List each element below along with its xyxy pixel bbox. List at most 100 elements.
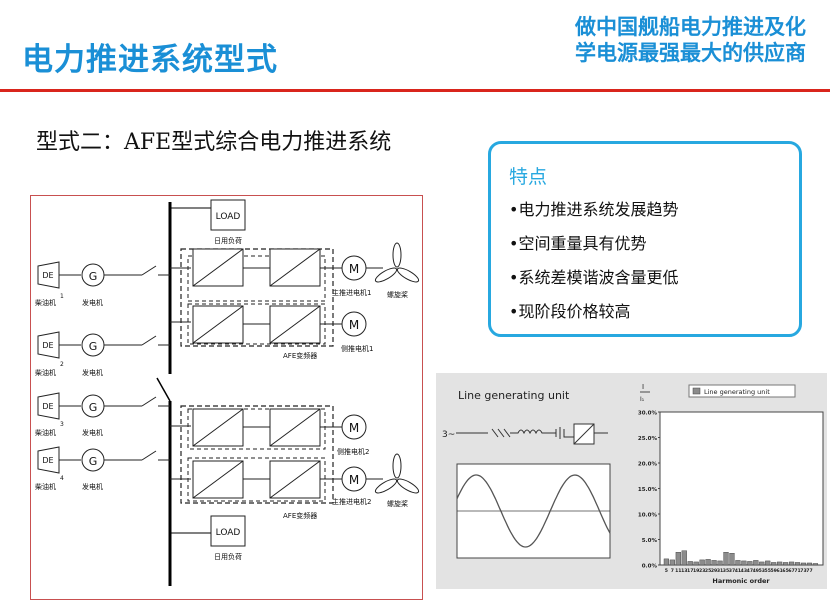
svg-text:DE: DE <box>42 341 53 350</box>
x-tick-label: 53 <box>759 568 765 574</box>
x-tick-label: 77 <box>806 568 812 574</box>
load-caption-top: 日用负荷 <box>214 236 242 245</box>
x-tick-label: 25 <box>705 568 711 574</box>
harmonic-bar-17 <box>687 561 693 566</box>
load-label-top: LOAD <box>216 212 241 222</box>
company-slogan: 做中国舰船电力推进及化 学电源最强最大的供应商 <box>575 14 806 66</box>
slogan-line-2: 学电源最强最大的供应商 <box>575 41 806 65</box>
x-tick-label: 17 <box>687 568 693 574</box>
harmonic-bar-23 <box>699 559 705 566</box>
harmonic-bar-19 <box>693 561 699 566</box>
x-tick-label: 29 <box>711 568 717 574</box>
harmonic-bar-71 <box>794 562 801 566</box>
legend-label: Line generating unit <box>704 388 770 396</box>
svg-text:发电机: 发电机 <box>82 482 103 491</box>
svg-text:G: G <box>89 455 98 468</box>
x-tick-label: 49 <box>753 568 759 574</box>
svg-text:DE: DE <box>42 402 53 411</box>
x-tick-label: 61 <box>776 568 782 574</box>
y-tick-label: 15.0% <box>638 487 658 493</box>
features-list: •电力推进系统发展趋势 •空间重量具有优势 •系统差模谐波含量更低 •现阶段价格… <box>509 200 678 336</box>
x-tick-label: 11 <box>675 568 681 574</box>
svg-text:DE: DE <box>42 456 53 465</box>
harmonic-bar-65 <box>783 562 789 566</box>
harmonic-bar-13 <box>681 550 687 566</box>
harmonic-bar-5 <box>663 558 669 566</box>
genset-2: DE G 柴油机 2 发电机 <box>35 331 170 377</box>
svg-text:发电机: 发电机 <box>82 368 103 377</box>
harmonic-bar-47 <box>747 561 753 566</box>
x-tick-label: 71 <box>794 568 800 574</box>
x-tick-label: 73 <box>800 568 806 574</box>
x-tick-label: 5 <box>665 568 668 574</box>
load-box-top: LOAD <box>210 199 246 231</box>
harmonic-bar-25 <box>705 559 711 566</box>
x-tick-label: 41 <box>735 568 741 574</box>
y-tick-label: 25.0% <box>638 436 658 442</box>
feature-item: •电力推进系统发展趋势 <box>509 200 679 219</box>
svg-text:M: M <box>349 262 359 276</box>
section-subtitle: 型式二：AFE型式综合电力推进系统 <box>36 130 392 155</box>
harmonic-bar-11 <box>675 552 681 566</box>
feature-item: •系统差模谐波含量更低 <box>509 268 679 287</box>
harmonic-bar-7 <box>669 559 675 566</box>
harmonic-bar-43 <box>741 560 747 566</box>
harmonic-bar-55 <box>765 560 771 566</box>
svg-text:发电机: 发电机 <box>82 298 103 307</box>
y-tick-label: 0.0% <box>642 564 658 570</box>
harmonic-bar-61 <box>777 561 783 566</box>
drive-side-2: M 侧推电机2 <box>170 408 369 456</box>
features-box: 特点 •电力推进系统发展趋势 •空间重量具有优势 •系统差模谐波含量更低 •现阶… <box>488 141 802 337</box>
bus-tie-switch <box>156 377 171 402</box>
harmonics-panel: Line generating unit 3~ I I₁ Line genera… <box>436 373 827 589</box>
x-tick-label: 59 <box>770 568 776 574</box>
x-tick-label: 13 <box>681 568 687 574</box>
x-tick-label: 31 <box>717 568 723 574</box>
load-label-bottom: LOAD <box>216 528 241 538</box>
system-diagram: LOAD 日用负荷 DE G 柴油机 1 发电机 DE G 柴油机 <box>30 195 423 600</box>
line-circuit-path <box>456 427 574 439</box>
harmonic-bar-79 <box>812 563 819 566</box>
genset-1: DE G 柴油机 1 发电机 <box>35 261 170 307</box>
harmonic-bar-67 <box>788 561 795 566</box>
harmonic-bar-73 <box>800 562 807 566</box>
genset-4: DE G 柴油机 4 发电机 <box>35 446 170 491</box>
svg-text:G: G <box>89 401 98 414</box>
slogan-line-1: 做中国舰船电力推进及化 <box>575 15 806 39</box>
load-box-bottom: LOAD <box>210 515 246 547</box>
converter-symbol <box>573 423 608 445</box>
load-caption-bottom: 日用负荷 <box>214 552 242 561</box>
x-tick-label: 37 <box>729 568 735 574</box>
afe-converter-label-upper: AFE变频器 <box>283 351 317 360</box>
afe-converter-group-lower <box>180 405 334 504</box>
svg-text:柴油机: 柴油机 <box>35 368 56 377</box>
harmonic-bar-35 <box>723 552 729 566</box>
harmonic-bar-77 <box>806 562 813 566</box>
y-unit-bottom: I₁ <box>640 396 645 403</box>
side-motor-1-label: 侧推电机1 <box>341 344 373 353</box>
genset-3: DE G 柴油机 3 发电机 <box>35 392 170 437</box>
svg-text:G: G <box>89 340 98 353</box>
y-unit-top: I <box>642 383 644 391</box>
main-motor-2-label: 主推进电机2 <box>332 497 371 506</box>
x-tick-label: 35 <box>723 568 729 574</box>
current-waveform <box>456 474 611 548</box>
svg-text:柴油机: 柴油机 <box>35 428 56 437</box>
x-tick-label: 65 <box>782 568 788 574</box>
propeller-1-label: 螺旋桨 <box>387 290 408 299</box>
svg-text:DE: DE <box>42 271 53 280</box>
y-tick-label: 20.0% <box>638 462 658 468</box>
svg-text:M: M <box>349 421 359 435</box>
harmonic-bar-37 <box>729 553 735 566</box>
svg-text:柴油机: 柴油机 <box>35 482 56 491</box>
harmonic-bar-49 <box>753 560 759 566</box>
afe-converter-group-upper <box>180 248 334 347</box>
x-tick-label: 67 <box>788 568 794 574</box>
drive-side-1: M 侧推电机1 <box>170 303 373 353</box>
y-tick-label: 5.0% <box>642 538 658 544</box>
legend-swatch <box>692 387 701 395</box>
drive-main-1: M 主推进电机1 螺旋桨 <box>170 242 421 302</box>
feature-item: •空间重量具有优势 <box>509 234 647 253</box>
page-title: 电力推进系统型式 <box>22 42 278 78</box>
three-phase-source: 3~ <box>442 430 455 440</box>
